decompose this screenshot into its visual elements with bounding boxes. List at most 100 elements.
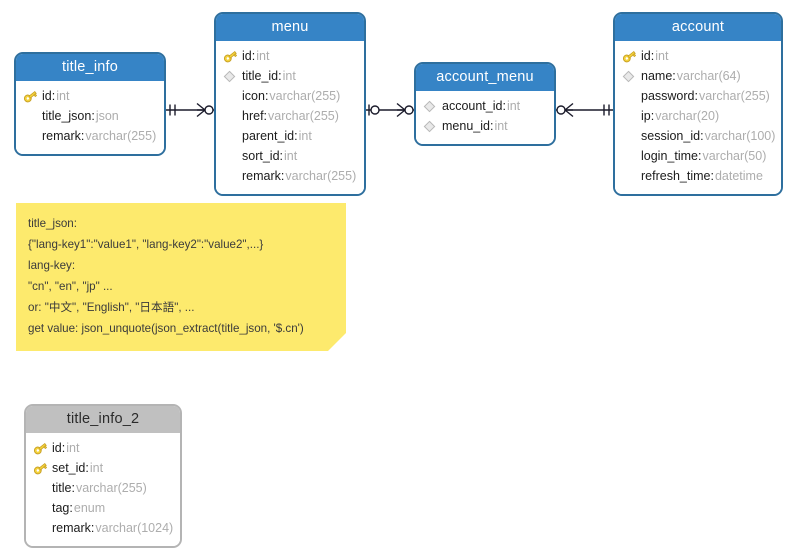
attribute-icon-none [622, 168, 641, 184]
attribute-row[interactable]: refresh_time:datetime [622, 166, 772, 186]
key-icon [33, 442, 48, 454]
diamond-icon [423, 98, 442, 114]
attribute-separator: : [71, 481, 75, 495]
key-icon [23, 88, 42, 104]
attribute-name: remark [42, 129, 81, 143]
attribute-name: title [52, 481, 72, 495]
attribute-row[interactable]: tag:enum [33, 498, 171, 518]
attribute-icon-none [622, 108, 641, 124]
attribute-row[interactable]: id:int [23, 86, 155, 106]
relationship-menu-account_menu[interactable] [366, 102, 414, 118]
attribute-type: varchar(255) [269, 89, 341, 103]
attribute-separator: : [672, 69, 676, 83]
attribute-row[interactable]: remark:varchar(255) [223, 166, 356, 186]
key-icon [23, 90, 38, 102]
attribute-type: int [66, 441, 80, 455]
attribute-name: remark [242, 169, 281, 183]
attribute-row[interactable]: id:int [223, 46, 355, 66]
attribute-type: varchar(255) [698, 89, 770, 103]
attribute-separator: : [294, 129, 298, 143]
attribute-icon-none [223, 128, 242, 144]
attribute-row[interactable]: set_id:int [33, 458, 171, 478]
attribute-icon-none [23, 108, 42, 124]
attribute-row[interactable]: id:int [33, 438, 171, 458]
key-icon [622, 48, 641, 64]
attribute-type: int [298, 129, 312, 143]
attribute-name: href [242, 109, 264, 123]
attribute-type: enum [73, 501, 106, 515]
diamond-icon [423, 120, 436, 132]
attribute-icon-none [223, 148, 242, 164]
attribute-separator: : [85, 461, 89, 475]
title-json-note[interactable]: title_json:{"lang-key1":"value1", "lang-… [16, 203, 346, 351]
attribute-name: sort_id [242, 149, 280, 163]
attribute-row[interactable]: remark:varchar(255) [23, 126, 156, 146]
attribute-type: int [284, 149, 298, 163]
attribute-icon-none [223, 168, 242, 184]
attribute-name: id [242, 49, 252, 63]
attribute-row[interactable]: parent_id:int [223, 126, 355, 146]
attribute-row[interactable]: sort_id:int [223, 146, 355, 166]
diamond-icon [223, 70, 236, 82]
attribute-row[interactable]: title:varchar(255) [33, 478, 171, 498]
attribute-type: json [95, 109, 119, 123]
attribute-type: int [655, 49, 669, 63]
attribute-separator: : [69, 501, 73, 515]
attribute-row[interactable]: login_time:varchar(50) [622, 146, 772, 166]
attribute-icon-none [23, 128, 42, 144]
attribute-row[interactable]: name:varchar(64) [622, 66, 772, 86]
attribute-icon-none [622, 128, 641, 144]
attribute-row[interactable]: password:varchar(255) [622, 86, 772, 106]
attribute-row[interactable]: title_id:int [223, 66, 355, 86]
attribute-type: varchar(20) [655, 109, 720, 123]
key-icon [33, 460, 52, 476]
note-fold-corner [328, 333, 346, 351]
attribute-icon-none [223, 88, 242, 104]
attribute-icon-none [33, 480, 52, 496]
attribute-name: id [52, 441, 62, 455]
attribute-row[interactable]: remark:varchar(1024) [33, 518, 173, 538]
attribute-separator: : [694, 89, 698, 103]
attribute-icon-none [622, 88, 641, 104]
entity-header-account_menu: account_menu [416, 64, 554, 91]
key-icon [33, 440, 52, 456]
attribute-separator: : [61, 441, 66, 455]
attribute-name: icon [242, 89, 265, 103]
attribute-row[interactable]: ip:varchar(20) [622, 106, 772, 126]
attribute-row[interactable]: href:varchar(255) [223, 106, 355, 126]
attribute-type: int [89, 461, 104, 475]
attribute-separator: : [51, 89, 56, 103]
attribute-name: remark [52, 521, 91, 535]
attribute-type: varchar(64) [676, 69, 741, 83]
relationship-title_info-menu[interactable] [166, 102, 214, 118]
attribute-row[interactable]: account_id:int [423, 96, 545, 116]
attribute-icon-none [622, 148, 641, 164]
diamond-icon [223, 68, 242, 84]
attribute-row[interactable]: menu_id:int [423, 116, 545, 136]
attribute-separator: : [280, 169, 285, 183]
attribute-type: int [506, 99, 521, 113]
attribute-row[interactable]: id:int [622, 46, 772, 66]
note-line: {"lang-key1":"value1", "lang-key2":"valu… [28, 238, 264, 251]
attribute-row[interactable]: icon:varchar(255) [223, 86, 355, 106]
attribute-name: password [641, 89, 695, 103]
relationship-account_menu-account[interactable] [556, 102, 613, 118]
attribute-row[interactable]: title_json:json [23, 106, 155, 126]
attribute-row[interactable]: session_id:varchar(100) [622, 126, 775, 146]
attribute-type: int [282, 69, 296, 83]
note-line: "cn", "en", "jp" ... [28, 280, 113, 293]
attribute-separator: : [251, 49, 256, 63]
attribute-separator: : [91, 109, 95, 123]
attribute-separator: : [489, 119, 494, 133]
key-icon [223, 50, 238, 62]
attribute-separator: : [700, 129, 704, 143]
